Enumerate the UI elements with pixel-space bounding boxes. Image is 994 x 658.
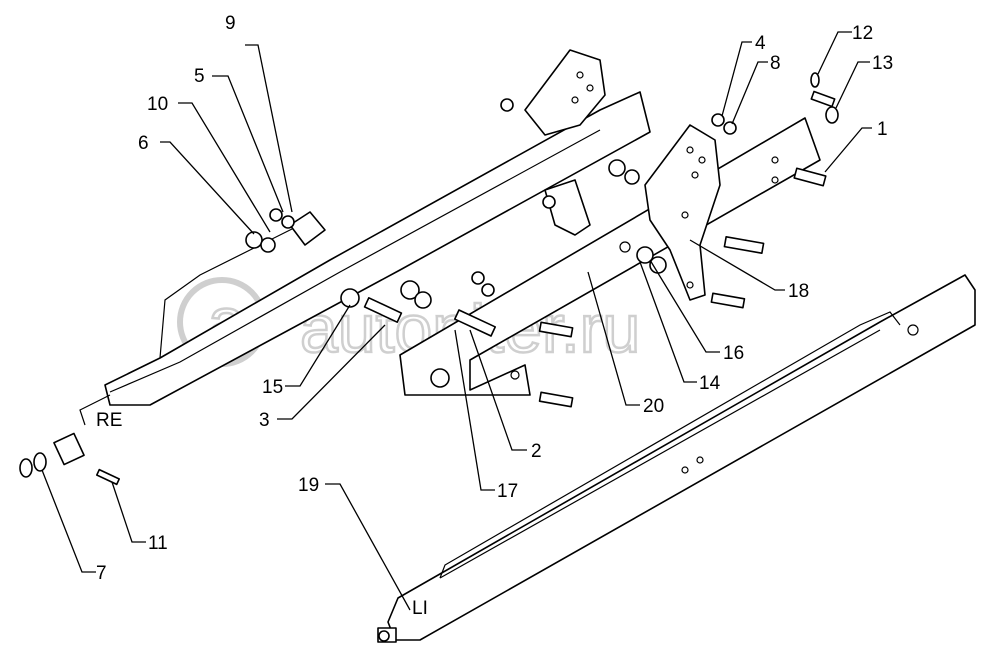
callout-14: 14 <box>699 373 721 394</box>
callout-11: 11 <box>148 533 168 554</box>
callout-16: 16 <box>723 343 744 364</box>
callout-7: 7 <box>96 563 107 584</box>
callout-4: 4 <box>755 33 766 54</box>
callout-13: 13 <box>872 53 893 74</box>
leader-lines <box>41 31 872 611</box>
callout-2: 2 <box>531 441 542 462</box>
callout-12: 12 <box>852 23 873 44</box>
callout-3: 3 <box>259 410 270 431</box>
callout-1: 1 <box>877 119 888 140</box>
side-label-right: RE <box>96 410 122 431</box>
callout-8: 8 <box>770 53 781 74</box>
bracket-rear <box>289 49 640 246</box>
fasteners <box>245 72 839 408</box>
callout-19: 19 <box>298 475 319 496</box>
callout-18: 18 <box>788 281 809 302</box>
callout-6: 6 <box>138 133 149 154</box>
callout-20: 20 <box>643 396 664 417</box>
lower-link-left <box>377 274 976 643</box>
bracket-front <box>644 124 721 301</box>
side-label-left: LI <box>412 598 428 619</box>
callout-15: 15 <box>262 377 283 398</box>
callout-17: 17 <box>497 481 518 502</box>
callout-5: 5 <box>194 66 205 87</box>
callout-9: 9 <box>225 13 236 34</box>
callouts: 9 5 10 6 4 8 12 13 1 18 16 14 20 15 3 2 … <box>96 13 893 619</box>
callout-10: 10 <box>147 94 168 115</box>
